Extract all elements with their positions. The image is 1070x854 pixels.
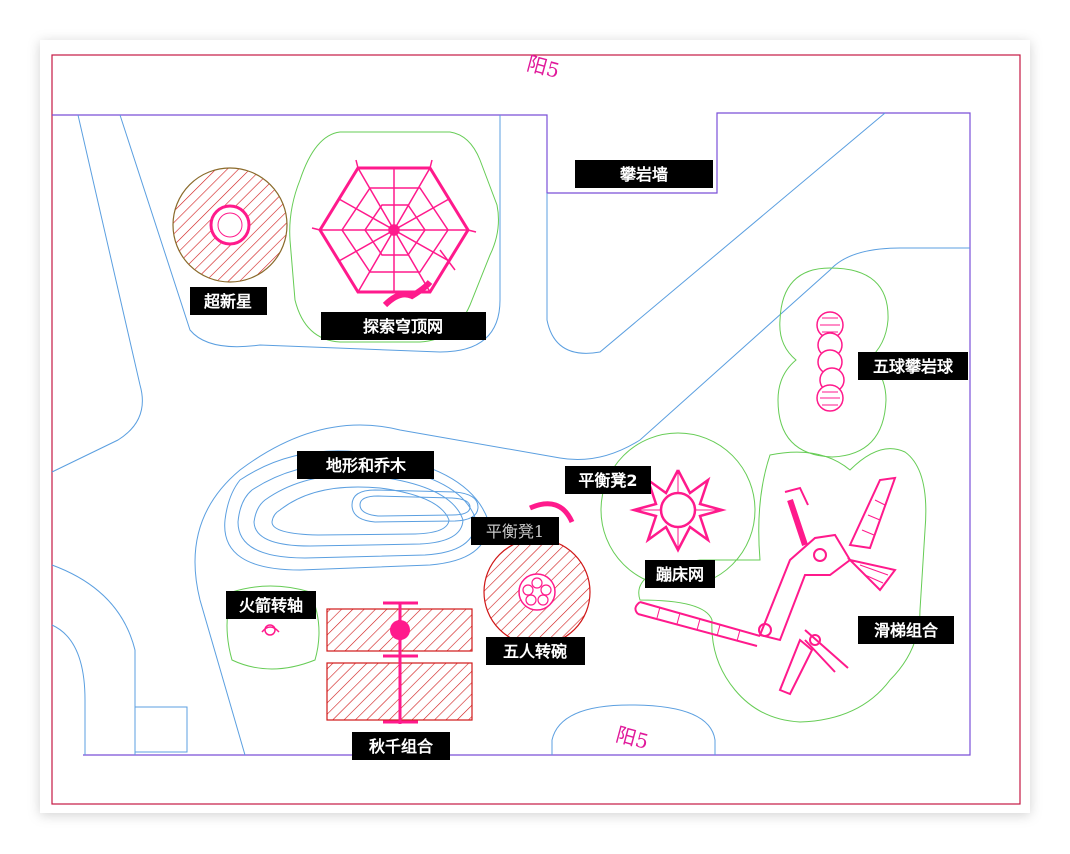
label-dome-net-text: 探索穹顶网: [363, 317, 443, 336]
five-ball-equipment: [816, 311, 845, 412]
swing-combo-equipment: [326, 601, 473, 724]
trampoline-net-equipment: [629, 469, 727, 553]
label-balance-bench-1-text: 平衡凳1: [486, 522, 544, 541]
label-swing-combo: 秋千组合: [352, 732, 450, 760]
balance-bench-1-equipment: [529, 501, 575, 524]
drawing-sheet: [40, 40, 1030, 813]
five-person-bowl-equipment: [483, 538, 591, 646]
label-trampoline-net-text: 蹦床网: [656, 565, 704, 584]
supernova-equipment: [172, 167, 288, 283]
label-swing-combo-text: 秋千组合: [369, 737, 434, 756]
slide-combo-equipment: [634, 476, 897, 696]
label-five-ball: 五球攀岩球: [858, 352, 968, 380]
label-balance-bench-2-text: 平衡凳2: [578, 471, 637, 490]
dome-net-equipment: [311, 159, 477, 308]
label-dome-net: 探索穹顶网: [321, 312, 486, 340]
label-slide-combo: 滑梯组合: [858, 616, 954, 644]
label-terrain-trees-text: 地形和乔木: [326, 456, 407, 475]
label-rocket-spinner-text: 火箭转轴: [239, 596, 303, 615]
label-five-person-bowl-text: 五人转碗: [503, 642, 567, 661]
label-supernova-text: 超新星: [203, 292, 252, 311]
label-balance-bench-1: 平衡凳1: [471, 517, 559, 545]
label-rocket-spinner: 火箭转轴: [226, 591, 316, 619]
label-supernova: 超新星: [190, 287, 267, 315]
path-network: [51, 112, 970, 756]
rocket-spinner-equipment: [261, 624, 280, 636]
label-trampoline-net: 蹦床网: [645, 560, 715, 588]
label-balance-bench-2: 平衡凳2: [565, 466, 651, 494]
site-boundary: [52, 112, 971, 756]
label-climbing-wall: 攀岩墙: [575, 160, 713, 188]
label-five-ball-text: 五球攀岩球: [873, 357, 954, 376]
label-slide-combo-text: 滑梯组合: [874, 621, 939, 640]
label-climbing-wall-text: 攀岩墙: [619, 165, 668, 184]
label-terrain-trees: 地形和乔木: [297, 451, 434, 479]
outer-frame: [51, 54, 1021, 805]
label-five-person-bowl: 五人转碗: [486, 637, 585, 665]
